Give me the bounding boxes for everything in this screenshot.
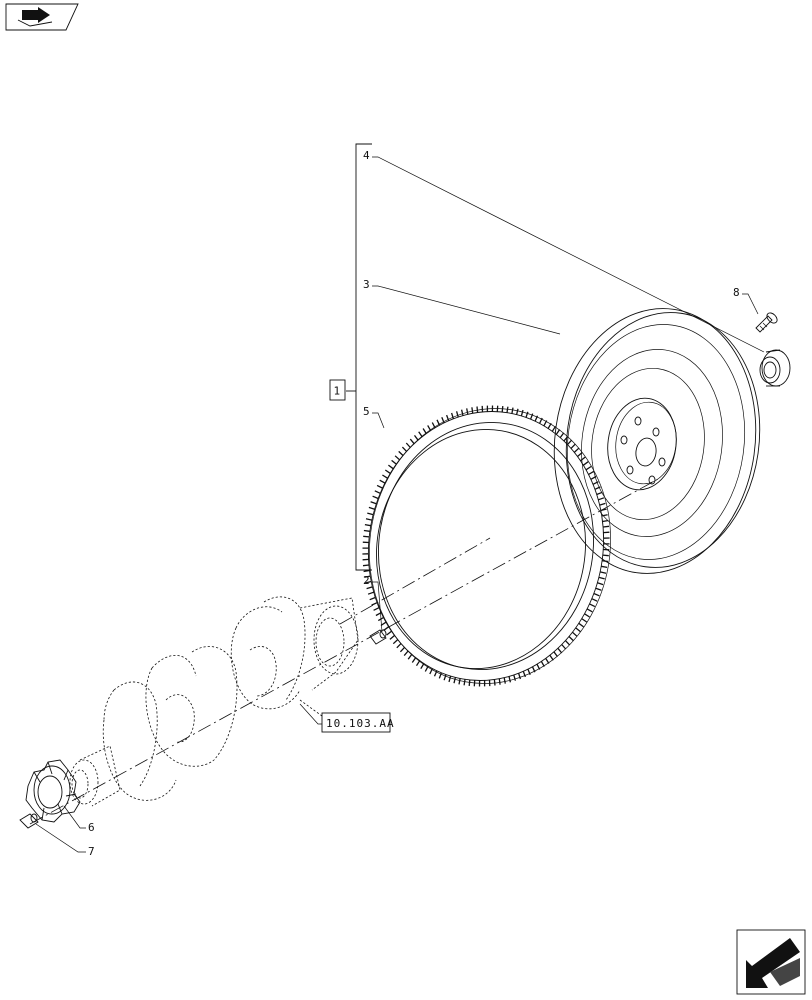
callout-1-label: 1 [334, 385, 341, 398]
callout-3-label: 3 [363, 278, 370, 291]
callout-5-label: 5 [363, 405, 370, 418]
ring-gear [362, 405, 611, 687]
next-page-arrow-icon[interactable] [736, 929, 806, 995]
ring-gear-teeth [362, 405, 610, 687]
flywheel-bolt [755, 312, 778, 333]
callout-7-label: 7 [88, 845, 95, 858]
callout-4-label: 4 [363, 149, 370, 162]
dowel-pin [369, 629, 387, 645]
callout-1-box: 1 [329, 379, 346, 401]
assembly-bracket [346, 143, 372, 571]
callout-8-label: 8 [733, 286, 740, 299]
callout-2-label: 2 [363, 574, 370, 587]
flywheel [553, 308, 761, 574]
centre-axis-line [29, 477, 661, 825]
crank-gear [25, 759, 81, 823]
crankshaft-reference [69, 596, 359, 807]
leader-lines [35, 156, 765, 853]
callout-6-label: 6 [88, 821, 95, 834]
small-pin [19, 813, 39, 829]
reference-box[interactable]: 10.103.AA [299, 703, 395, 733]
reference-label: 10.103.AA [326, 717, 395, 730]
pilot-bearing [759, 349, 791, 387]
book-arrow-icon[interactable] [5, 3, 79, 31]
centre-axis-line-2 [339, 537, 491, 625]
